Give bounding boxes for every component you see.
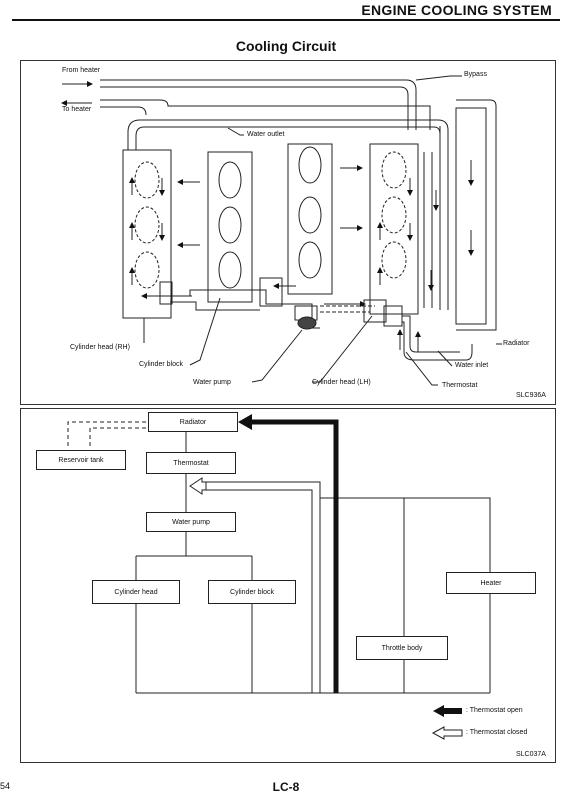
box-radiator: Radiator (148, 412, 238, 432)
thermostat-open-path (248, 419, 339, 693)
label-water-inlet: Water inlet (455, 362, 489, 369)
thermostat-open-arrowhead (238, 414, 252, 430)
thermostat-housing (383, 305, 403, 327)
water-outlet-pipe (127, 119, 449, 150)
bypass-pipe (423, 152, 433, 308)
cylinder-head-rh (122, 149, 172, 319)
label-cylinder-head-rh: Cylinder head (RH) (70, 344, 130, 351)
box-thermostat: Thermostat (146, 452, 236, 474)
page-number: LC-8 (272, 780, 300, 794)
label-from-heater: From heater (62, 67, 101, 74)
box-throttle-body: Throttle body (356, 636, 448, 660)
page-subtitle: Cooling Circuit (235, 38, 337, 54)
box-water-pump: Water pump (146, 512, 236, 532)
water-pump-impeller (297, 316, 317, 330)
box-cylinder-head: Cylinder head (92, 580, 180, 604)
cylinder-head-lh (369, 143, 419, 315)
figure-code-bottom: SLC037A (516, 751, 546, 758)
flow-chart-lines (67, 414, 491, 740)
label-water-pump: Water pump (193, 379, 231, 386)
cylinder-block-left (207, 151, 253, 303)
legend-filled-arrow (433, 705, 462, 717)
label-water-outlet: Water outlet (247, 131, 285, 138)
box-cylinder-block: Cylinder block (208, 580, 296, 604)
legend-thermostat-closed: : Thermostat closed (466, 729, 528, 736)
heater-hose-upper (100, 79, 417, 130)
label-cylinder-block: Cylinder block (139, 361, 183, 368)
header-rule (12, 19, 560, 21)
box-reservoir-tank: Reservoir tank (36, 450, 126, 470)
left-page-fragment: 54 (0, 781, 11, 791)
label-cylinder-head-lh: Cylinder head (LH) (312, 379, 371, 386)
label-to-heater: To heater (62, 106, 92, 113)
label-radiator: Radiator (503, 340, 530, 347)
thermostat-closed-arrowhead (189, 477, 207, 495)
label-thermostat: Thermostat (442, 382, 478, 389)
label-bypass: Bypass (464, 71, 487, 78)
box-heater: Heater (446, 572, 536, 594)
section-title: ENGINE COOLING SYSTEM (361, 2, 552, 18)
radiator-core (455, 107, 487, 325)
legend-hollow-arrow (431, 726, 463, 740)
cooling-circuit-drawing (61, 75, 502, 386)
heater-hose-lower (100, 99, 431, 130)
legend-thermostat-open: : Thermostat open (466, 707, 523, 714)
figure-code-top: SLC936A (516, 392, 546, 399)
cylinder-block-right (287, 143, 333, 295)
